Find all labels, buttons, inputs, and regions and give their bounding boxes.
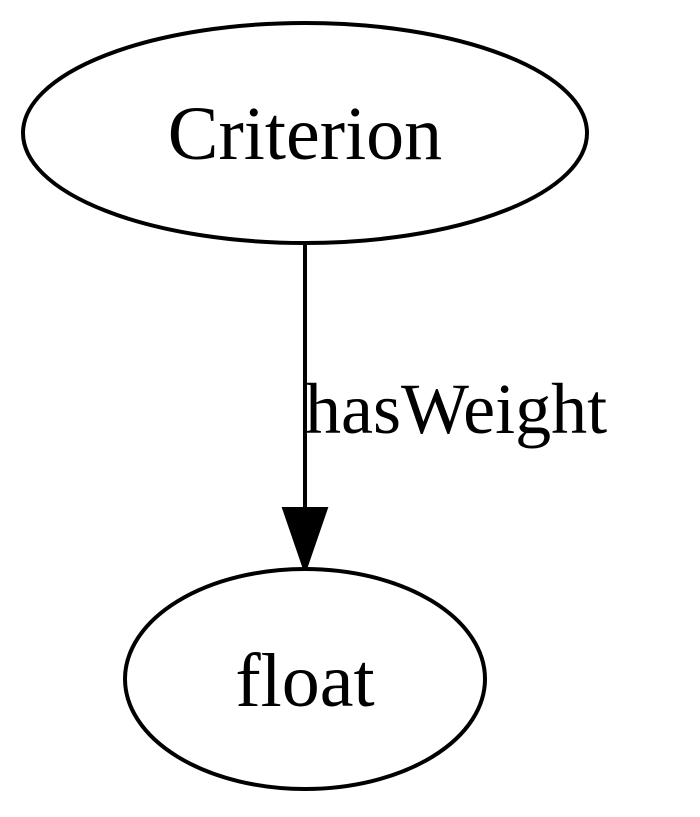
arrowhead-icon (281, 507, 329, 576)
node-criterion-ellipse (21, 21, 589, 245)
node-criterion[interactable]: Criterion (21, 21, 589, 245)
node-float-label: float (235, 639, 374, 723)
node-float-ellipse (123, 567, 487, 791)
edge-criterion-to-float: hasWeight (281, 245, 607, 576)
edge-label-hasweight: hasWeight (305, 369, 607, 449)
node-criterion-label: Criterion (168, 92, 442, 176)
node-float[interactable]: float (123, 567, 487, 791)
